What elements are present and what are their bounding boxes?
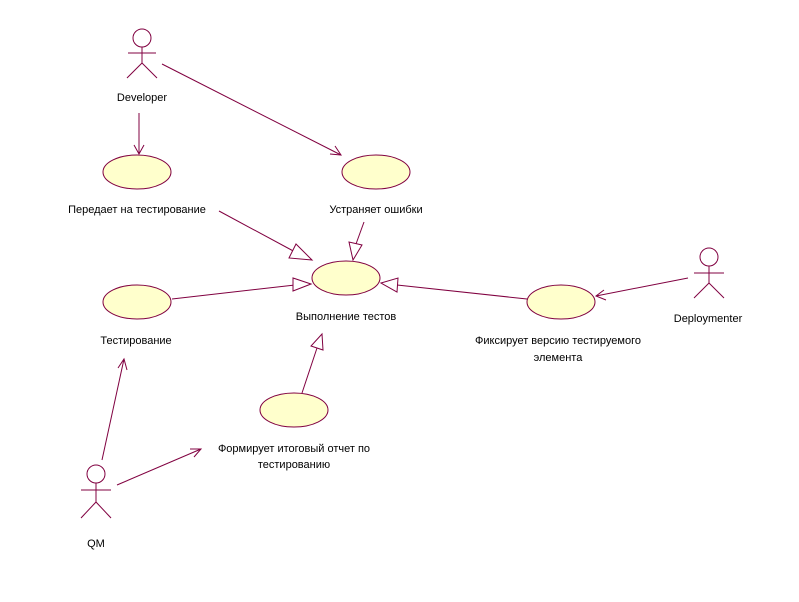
association-qm-to-final-report[interactable] <box>116 448 203 486</box>
open-arrowhead-icon <box>594 289 607 301</box>
association-developer-to-handover[interactable] <box>133 113 145 156</box>
deploymenter-stick-figure-icon <box>693 247 725 299</box>
qm-stick-figure-icon <box>80 464 112 519</box>
actor-developer[interactable]: Developer <box>117 28 167 104</box>
usecase-run-tests[interactable]: Выполнение тестов <box>296 260 397 323</box>
hollow-triangle-arrowhead-icon <box>292 277 313 292</box>
actor-qm[interactable]: QM <box>80 464 112 550</box>
actor-qm-label: QM <box>87 538 105 550</box>
actor-deploymenter-label: Deploymenter <box>674 313 743 325</box>
usecase-fix-errors-label-line-1: Устраняет ошибки <box>329 204 422 216</box>
usecase-testing-label-line-1: Тестирование <box>100 335 171 347</box>
usecase-fix-version-ellipse <box>526 284 596 320</box>
usecase-handover-ellipse <box>102 154 172 190</box>
usecase-fix-errors-ellipse <box>341 154 411 190</box>
generalization-testing-to-run-tests[interactable] <box>171 277 313 300</box>
open-arrowhead-icon <box>329 145 342 156</box>
hollow-triangle-arrowhead-icon <box>379 277 399 293</box>
hollow-triangle-arrowhead-icon <box>288 243 314 261</box>
usecase-fix-errors[interactable]: Устраняет ошибки <box>329 154 423 216</box>
usecase-fix-version-label-line-1: Фиксирует версию тестируемого <box>475 335 641 347</box>
actor-developer-label: Developer <box>117 92 167 104</box>
usecase-final-report-ellipse <box>259 392 329 428</box>
usecase-handover-label-line-1: Передает на тестирование <box>68 204 206 216</box>
open-arrowhead-icon <box>190 448 203 458</box>
usecase-fix-version-label-line-2: элемента <box>534 352 584 364</box>
usecase-final-report-label-line-2: тестированию <box>258 459 330 471</box>
usecase-handover[interactable]: Передает на тестирование <box>68 154 206 216</box>
usecase-testing[interactable]: Тестирование <box>100 284 172 347</box>
association-qm-to-testing[interactable] <box>101 357 128 461</box>
usecase-final-report[interactable]: Формирует итоговый отчет по тестированию <box>218 392 370 471</box>
usecase-run-tests-label-line-1: Выполнение тестов <box>296 311 397 323</box>
developer-stick-figure-icon <box>126 28 158 79</box>
generalization-fix-version-to-run-tests[interactable] <box>379 277 528 300</box>
open-arrowhead-icon <box>133 144 145 156</box>
association-developer-to-fix-errors[interactable] <box>161 63 342 156</box>
usecase-testing-ellipse <box>102 284 172 320</box>
usecase-final-report-label-line-1: Формирует итоговый отчет по <box>218 443 370 455</box>
generalization-handover-to-run-tests[interactable] <box>218 210 314 261</box>
open-arrowhead-icon <box>117 357 128 371</box>
generalization-final-report-to-run-tests[interactable] <box>301 332 324 394</box>
association-deploymenter-to-fix-version[interactable] <box>594 277 689 301</box>
actor-deploymenter[interactable]: Deploymenter <box>674 247 743 325</box>
hollow-triangle-arrowhead-icon <box>310 332 324 351</box>
usecase-fix-version[interactable]: Фиксирует версию тестируемого элемента <box>475 284 641 364</box>
usecase-run-tests-ellipse <box>311 260 381 296</box>
generalization-fix-errors-to-run-tests[interactable] <box>348 221 365 262</box>
hollow-triangle-arrowhead-icon <box>348 241 363 262</box>
